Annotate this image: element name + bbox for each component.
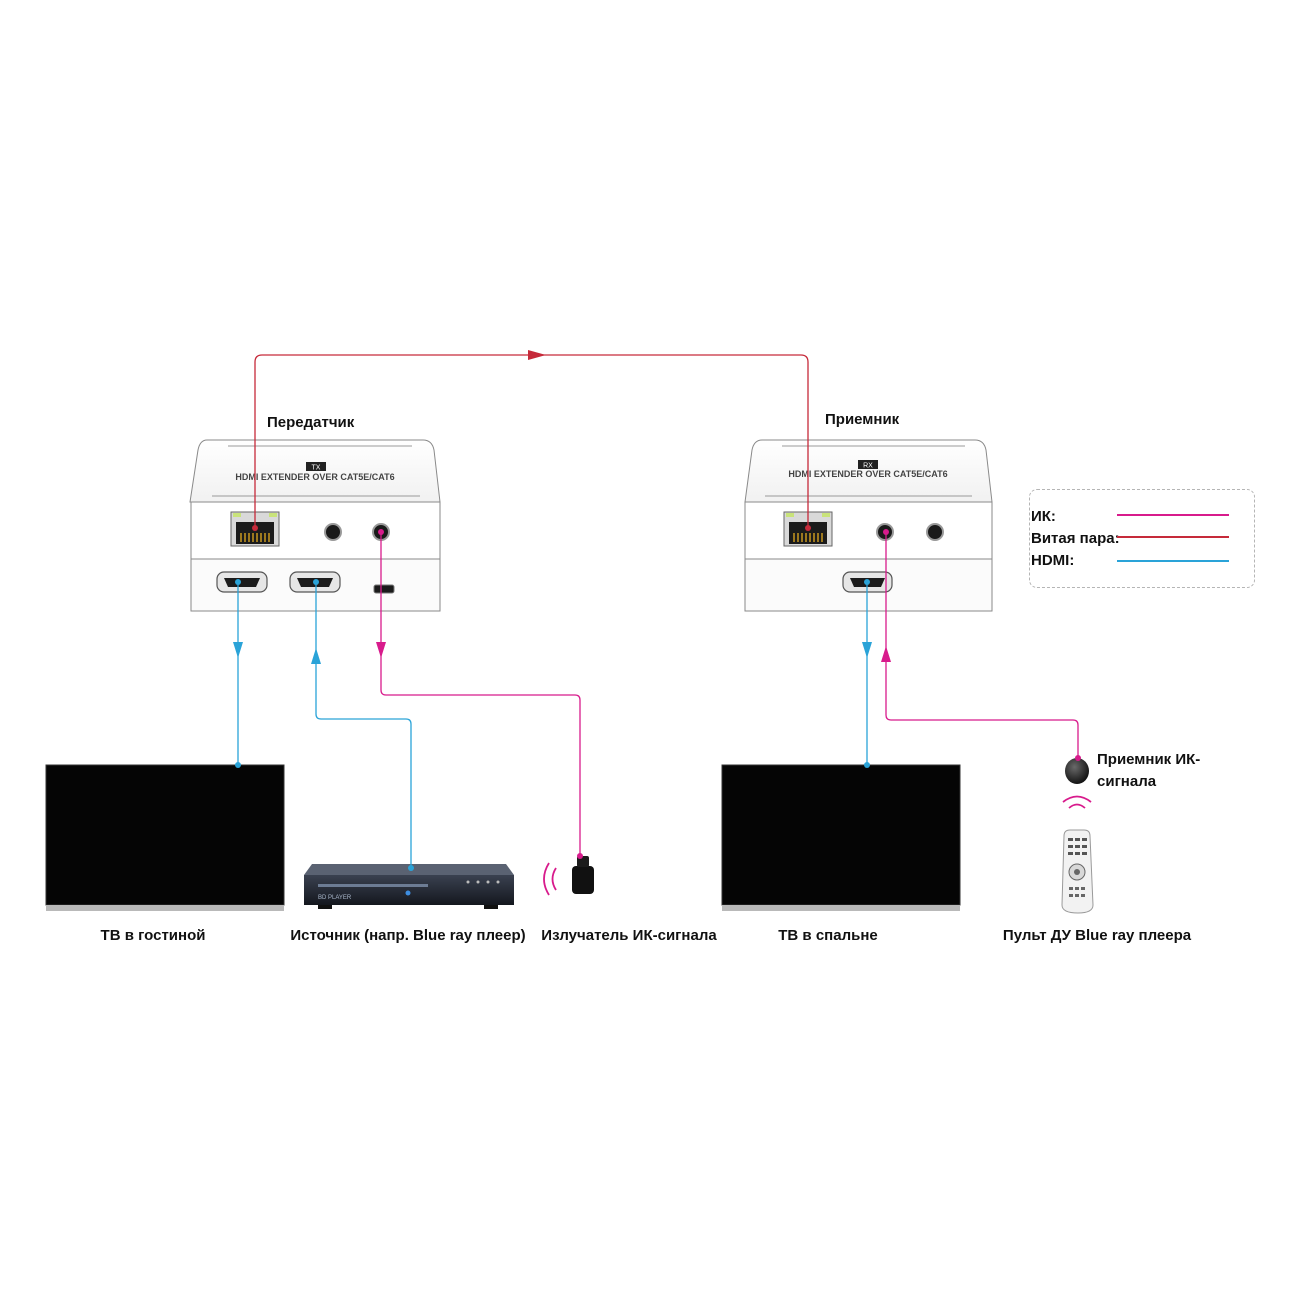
legend-ir-label: ИК: [1031,508,1056,525]
tv-bedroom-icon [721,764,961,911]
tv-bedroom-label: ТВ в спальне [778,927,878,944]
receiver-device: RX HDMI EXTENDER OVER CAT5E/CAT6 [744,439,993,612]
rx-badge-text: RX [863,463,873,470]
source-label: Источник (напр. Blue ray плеер) [290,927,526,944]
tx-ir-in-jack-icon [324,523,342,541]
ir-receiver-label-line1: Приемник ИК- [1097,751,1201,768]
tv-living-room-icon [45,764,285,911]
receiver-label: Приемник [825,411,900,428]
transmitter-label: Передатчик [267,414,355,431]
tv-living-room-label: ТВ в гостиной [100,927,206,944]
transmitter-device: TX HDMI EXTENDER OVER CAT5E/CAT6 [189,439,441,612]
receiver-model-text: HDMI EXTENDER OVER CAT5E/CAT6 [788,469,947,479]
ir-receiver-icon [1065,758,1089,784]
ir-arrow-icons [376,529,1081,859]
rx-ir-out-jack-icon [926,523,944,541]
tx-rj45-port-icon [230,511,280,547]
ir-emitter-label: Излучатель ИК-сигнала [541,927,717,944]
transmitter-model-text: HDMI EXTENDER OVER CAT5E/CAT6 [235,472,394,482]
ir-receiver-wave-icon [1062,795,1092,809]
tx-hdmi-out-port-icon [216,571,268,593]
hdmi-cables [237,582,868,868]
ir-receiver-label-line2: сигнала [1097,773,1157,790]
legend-hdmi-line [1117,560,1229,562]
player-brand-text: BD PLAYER [318,895,352,901]
twisted-pair-arrow-icon [252,350,811,531]
legend-ir-line [1117,514,1229,516]
legend-hdmi-label: HDMI: [1031,552,1075,569]
legend-box [1029,489,1255,588]
ir-emitter-icon [572,856,594,894]
ir-emitter-wave-icon [543,862,557,896]
tx-badge [306,462,326,471]
remote-label: Пульт ДУ Blue ray плеера [1002,927,1192,944]
legend-twisted-pair-line [1117,536,1229,538]
tx-power-port-icon [373,584,395,594]
legend-twisted-pair-label: Витая пара: [1031,530,1120,547]
rx-badge [858,460,878,469]
blu-ray-player-icon: BD PLAYER [304,864,514,909]
remote-control-icon [1061,829,1094,914]
hdmi-arrow-icons [233,579,872,871]
ir-cables [380,532,1079,856]
tx-badge-text: TX [312,465,321,472]
